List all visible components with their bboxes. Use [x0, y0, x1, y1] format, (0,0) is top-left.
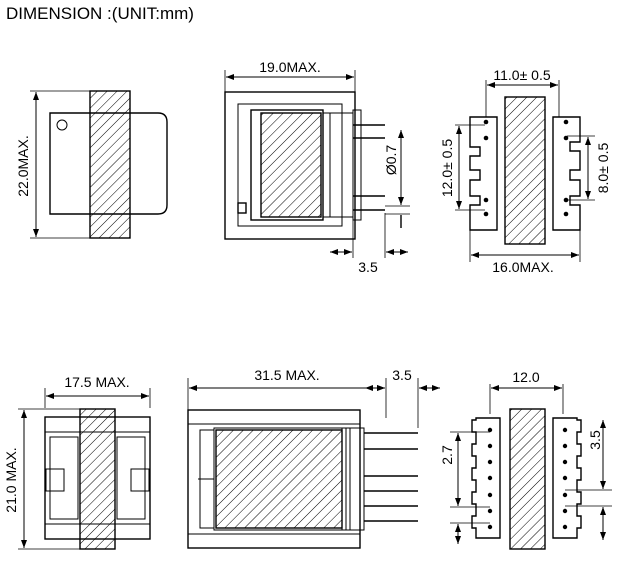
view-side-top-left: 22.0MAX.: [15, 90, 168, 239]
dim-height-21: 21.0 MAX.: [3, 447, 19, 512]
dim-width-31-5: 31.5 MAX.: [254, 367, 319, 383]
dim-width-12: 12.0: [512, 369, 539, 385]
view-front-bottom-middle: 31.5 MAX. 3.5: [187, 367, 440, 549]
dim-width-11: 11.0± 0.5: [493, 67, 550, 83]
dim-8-tol: 8.0± 0.5: [595, 143, 611, 194]
dim-width-19: 19.0MAX.: [259, 59, 320, 75]
dim-width-17-5: 17.5 MAX.: [64, 374, 129, 390]
view-bottom-top-right: 11.0± 0.5 12.0± 0.5 8.0± 0.5 16.0MAX.: [439, 67, 611, 275]
view-side-bottom-left: 17.5 MAX. 21.0 MAX.: [3, 374, 151, 550]
dim-pin-length-b: 3.5: [392, 367, 412, 383]
dim-pin-length: 3.5: [358, 259, 378, 275]
dim-width-16: 16.0MAX.: [492, 259, 553, 275]
page-title: DIMENSION :(UNIT:mm): [6, 4, 194, 23]
dim-pitch-3-5: 3.5: [587, 430, 603, 450]
dim-height-22: 22.0MAX.: [15, 135, 31, 196]
view-front-top-middle: 19.0MAX. Ø0.7 3.5: [224, 59, 410, 275]
dim-pitch-2-7: 2.7: [439, 445, 455, 465]
dim-12-tol: 12.0± 0.5: [439, 139, 455, 197]
dim-pin-diameter: Ø0.7: [383, 145, 399, 176]
view-bottom-bottom-right: 12.0 2.7 3.5: [439, 369, 612, 550]
